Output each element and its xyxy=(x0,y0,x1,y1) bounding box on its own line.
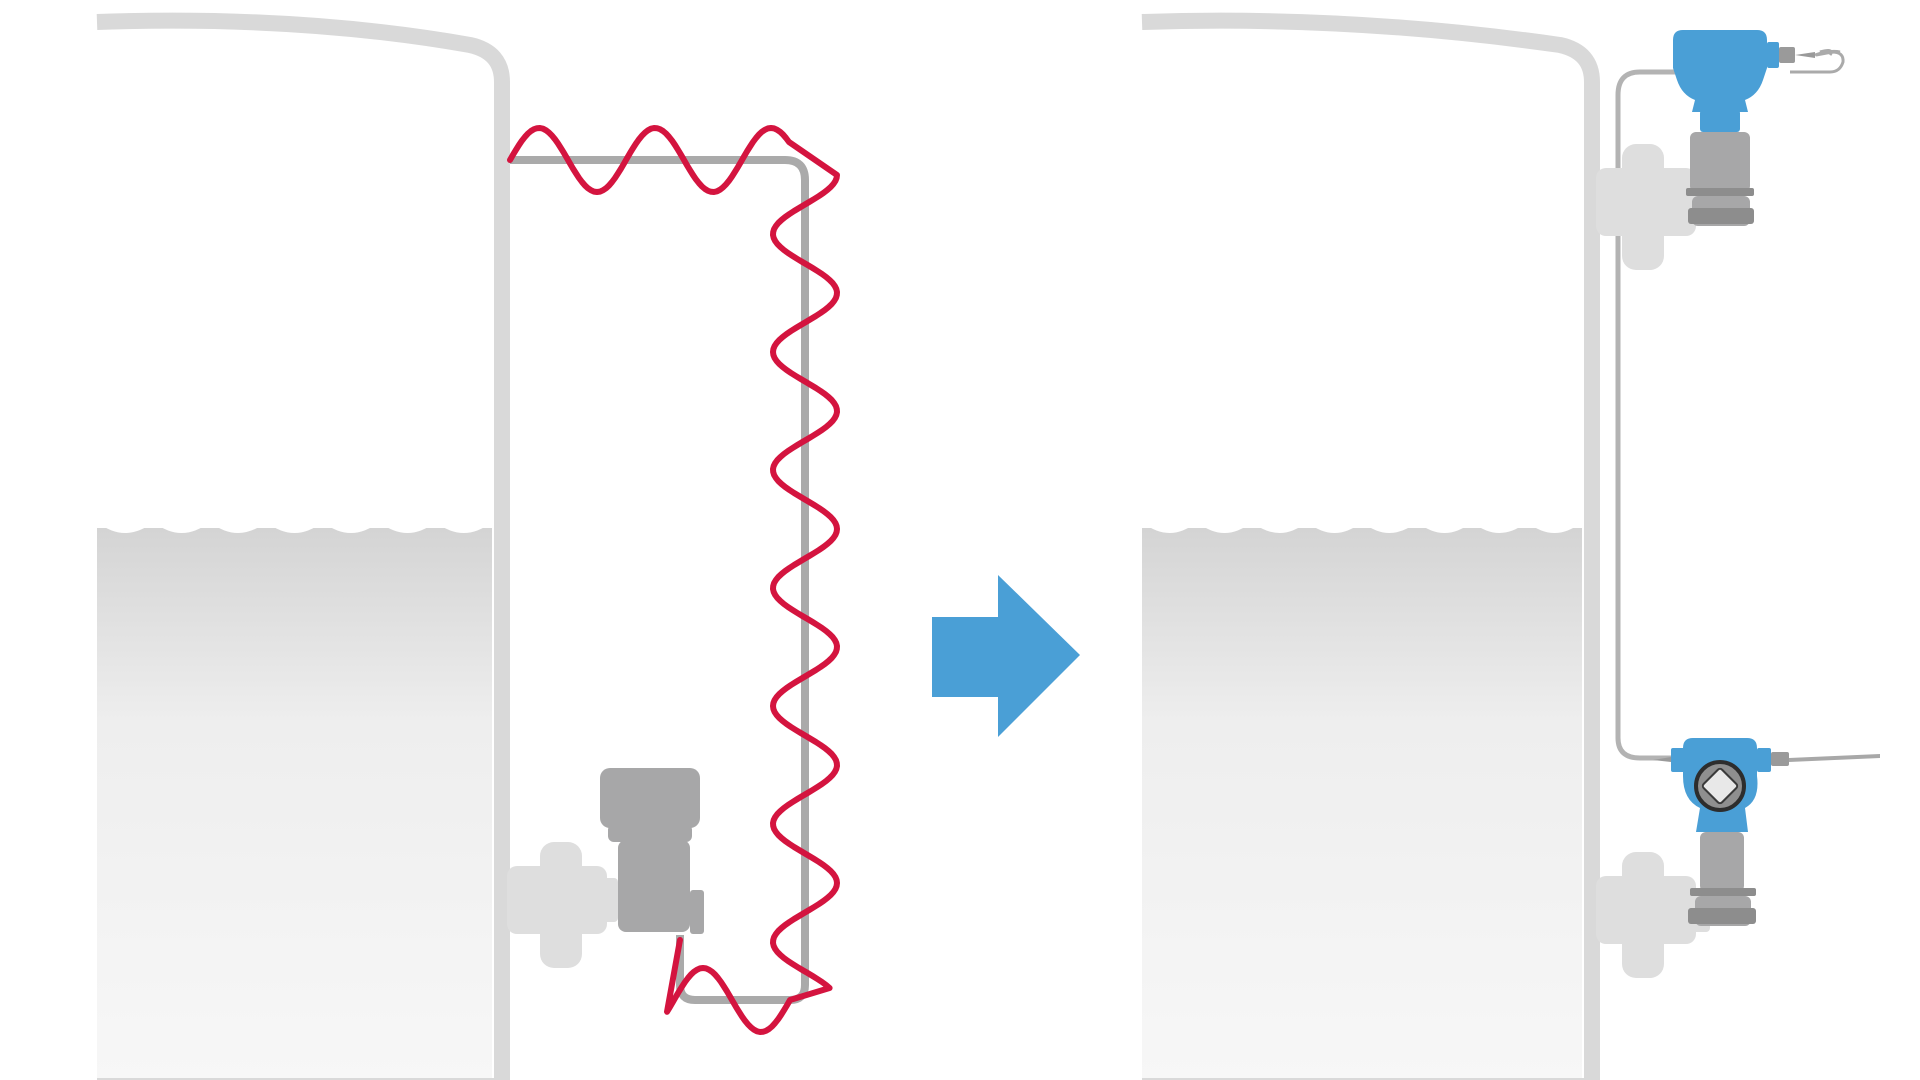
left-panel xyxy=(96,12,840,1080)
tank-wall xyxy=(1141,12,1600,1080)
tank xyxy=(1141,12,1600,1080)
liquid-surface xyxy=(97,510,492,533)
liquid-surface xyxy=(1142,510,1582,533)
liquid xyxy=(97,528,492,1080)
liquid xyxy=(1142,528,1582,1080)
arrow-right-icon xyxy=(932,575,1080,737)
differential-pressure-transmitter xyxy=(600,768,704,934)
tank-wall xyxy=(96,12,510,1080)
right-panel xyxy=(1141,12,1880,1080)
tank xyxy=(96,12,510,1080)
tank-nozzle xyxy=(507,842,618,968)
heat-trace-cable xyxy=(507,125,840,1035)
high-side-remote-seal-transmitter xyxy=(1673,30,1845,226)
electronic-remote-sensor-cable xyxy=(1615,69,1710,761)
low-side-remote-seal-transmitter xyxy=(1653,738,1880,926)
signal-cable xyxy=(1790,49,1845,74)
